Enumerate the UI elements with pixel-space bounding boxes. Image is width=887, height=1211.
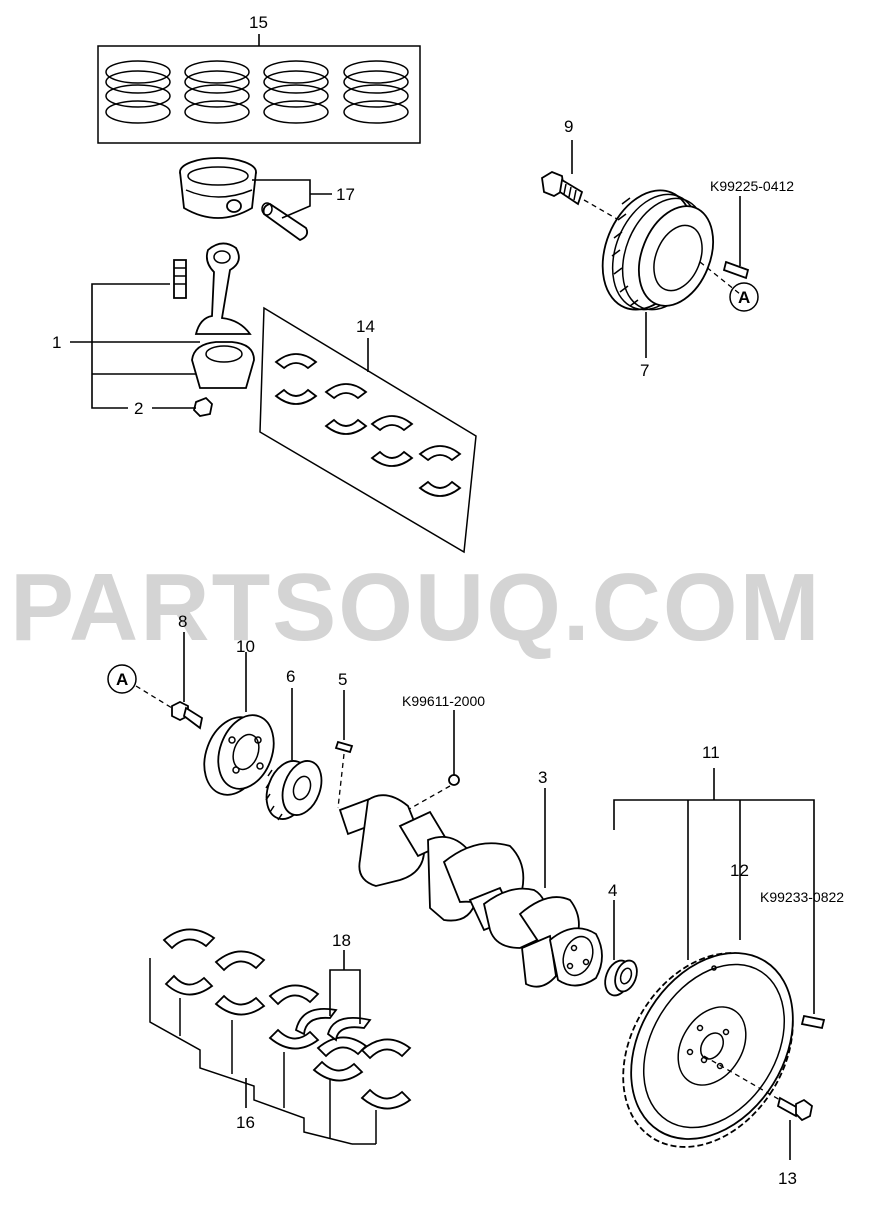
crankshaft bbox=[338, 794, 603, 988]
crank-pulley-group[interactable]: 9 K99225-0412 7 A bbox=[541, 117, 794, 380]
ring-set-1 bbox=[105, 60, 171, 124]
flywheel bbox=[622, 952, 794, 1148]
flywheel-bolt bbox=[776, 1096, 800, 1118]
callout-1: 1 bbox=[52, 333, 61, 352]
woodruff-key bbox=[722, 260, 750, 280]
ball-k99611 bbox=[448, 774, 460, 786]
connecting-rod bbox=[194, 242, 252, 335]
ref-mark-a-top-label: A bbox=[738, 288, 750, 307]
connecting-rod-group[interactable]: 1 2 bbox=[52, 242, 255, 418]
callout-7: 7 bbox=[640, 361, 649, 380]
ref-mark-a-top bbox=[729, 282, 759, 312]
callout-11: 11 bbox=[702, 743, 720, 762]
ref-mark-a-left bbox=[107, 664, 137, 694]
rod-bearings-group[interactable]: 14 bbox=[259, 306, 477, 554]
bolt-8-group[interactable]: 8 bbox=[171, 612, 204, 730]
key-5-group[interactable]: 5 bbox=[334, 670, 354, 809]
callout-8: 8 bbox=[178, 612, 187, 631]
piston-rings-group[interactable]: 15 bbox=[97, 13, 421, 144]
part-number-k99611: K99611-2000 bbox=[402, 693, 485, 709]
callout-12: 12 bbox=[730, 861, 749, 880]
piston bbox=[179, 157, 257, 219]
dowel-pin bbox=[800, 1014, 826, 1030]
key-5 bbox=[334, 740, 354, 754]
sprocket-plate-group[interactable]: 10 bbox=[194, 637, 283, 803]
piston-pin bbox=[261, 202, 309, 242]
piston-pin-group[interactable]: 17 bbox=[179, 157, 355, 242]
callout-14: 14 bbox=[356, 317, 375, 336]
callout-17: 17 bbox=[336, 185, 355, 204]
rod-cap bbox=[191, 341, 255, 389]
crankshaft-group[interactable]: 3 bbox=[338, 768, 603, 988]
pulley-bolt bbox=[541, 170, 584, 206]
callout-2: 2 bbox=[134, 399, 143, 418]
ref-mark-a-left-label: A bbox=[116, 670, 128, 689]
pilot-bearing-group[interactable]: 4 bbox=[601, 881, 641, 999]
flywheel-bolt-group[interactable]: 13 bbox=[703, 1055, 813, 1188]
callout-3: 3 bbox=[538, 768, 547, 787]
callout-15: 15 bbox=[249, 13, 268, 32]
ring-set-4 bbox=[343, 60, 409, 124]
part-number-k99225: K99225-0412 bbox=[710, 178, 794, 194]
callout-16: 16 bbox=[236, 1113, 255, 1132]
part-number-k99233: K99233-0822 bbox=[760, 889, 844, 905]
callout-18: 18 bbox=[332, 931, 351, 950]
rod-bearings-box bbox=[259, 306, 477, 554]
ring-set-2 bbox=[184, 60, 250, 124]
rod-bearing-shells bbox=[274, 353, 462, 497]
callout-4: 4 bbox=[608, 881, 617, 900]
ball-k99611-group[interactable]: K99611-2000 bbox=[402, 693, 485, 813]
callout-9: 9 bbox=[564, 117, 573, 136]
callout-6: 6 bbox=[286, 667, 295, 686]
rod-nut bbox=[193, 396, 213, 417]
flywheel-group[interactable]: 11 12 K99233-0822 bbox=[588, 743, 844, 1178]
watermark-text: PARTSOUQ.COM bbox=[10, 554, 822, 661]
ref-mark-a-left-group: A bbox=[107, 664, 173, 709]
callout-5: 5 bbox=[338, 670, 347, 689]
rod-bolt bbox=[173, 259, 187, 299]
main-bearings-group[interactable]: 16 18 bbox=[149, 928, 412, 1145]
callout-10: 10 bbox=[236, 637, 255, 656]
main-bearing-shells bbox=[162, 928, 412, 1110]
callout-13: 13 bbox=[778, 1169, 797, 1188]
crank-pulley bbox=[601, 189, 714, 311]
ring-set-3 bbox=[263, 60, 329, 124]
timing-gear-group[interactable]: 6 bbox=[259, 667, 329, 825]
